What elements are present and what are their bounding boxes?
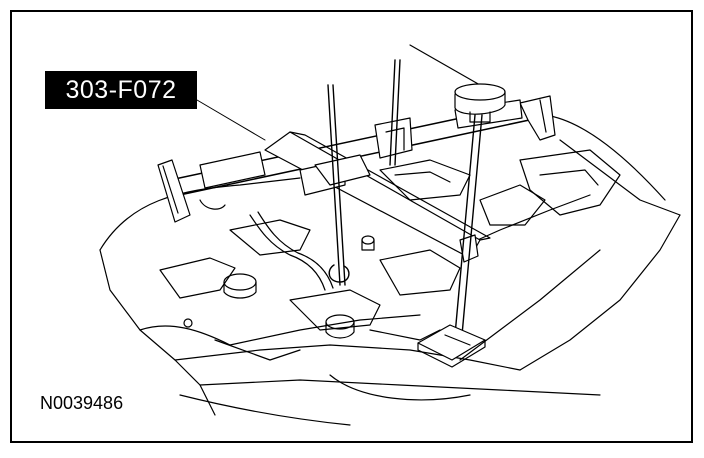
lifting-rods [327, 59, 483, 336]
figure-reference-number: N0039486 [40, 393, 124, 413]
engine-components [159, 199, 461, 361]
tool-number-callout: 303-F072 [45, 71, 197, 109]
adjustment-knob [454, 83, 506, 123]
support-crossbar [157, 95, 556, 223]
base-plate [417, 324, 486, 368]
support-tbeam [264, 117, 491, 263]
engine-bay-outline [99, 44, 681, 426]
callout-leader-line [196, 99, 266, 141]
